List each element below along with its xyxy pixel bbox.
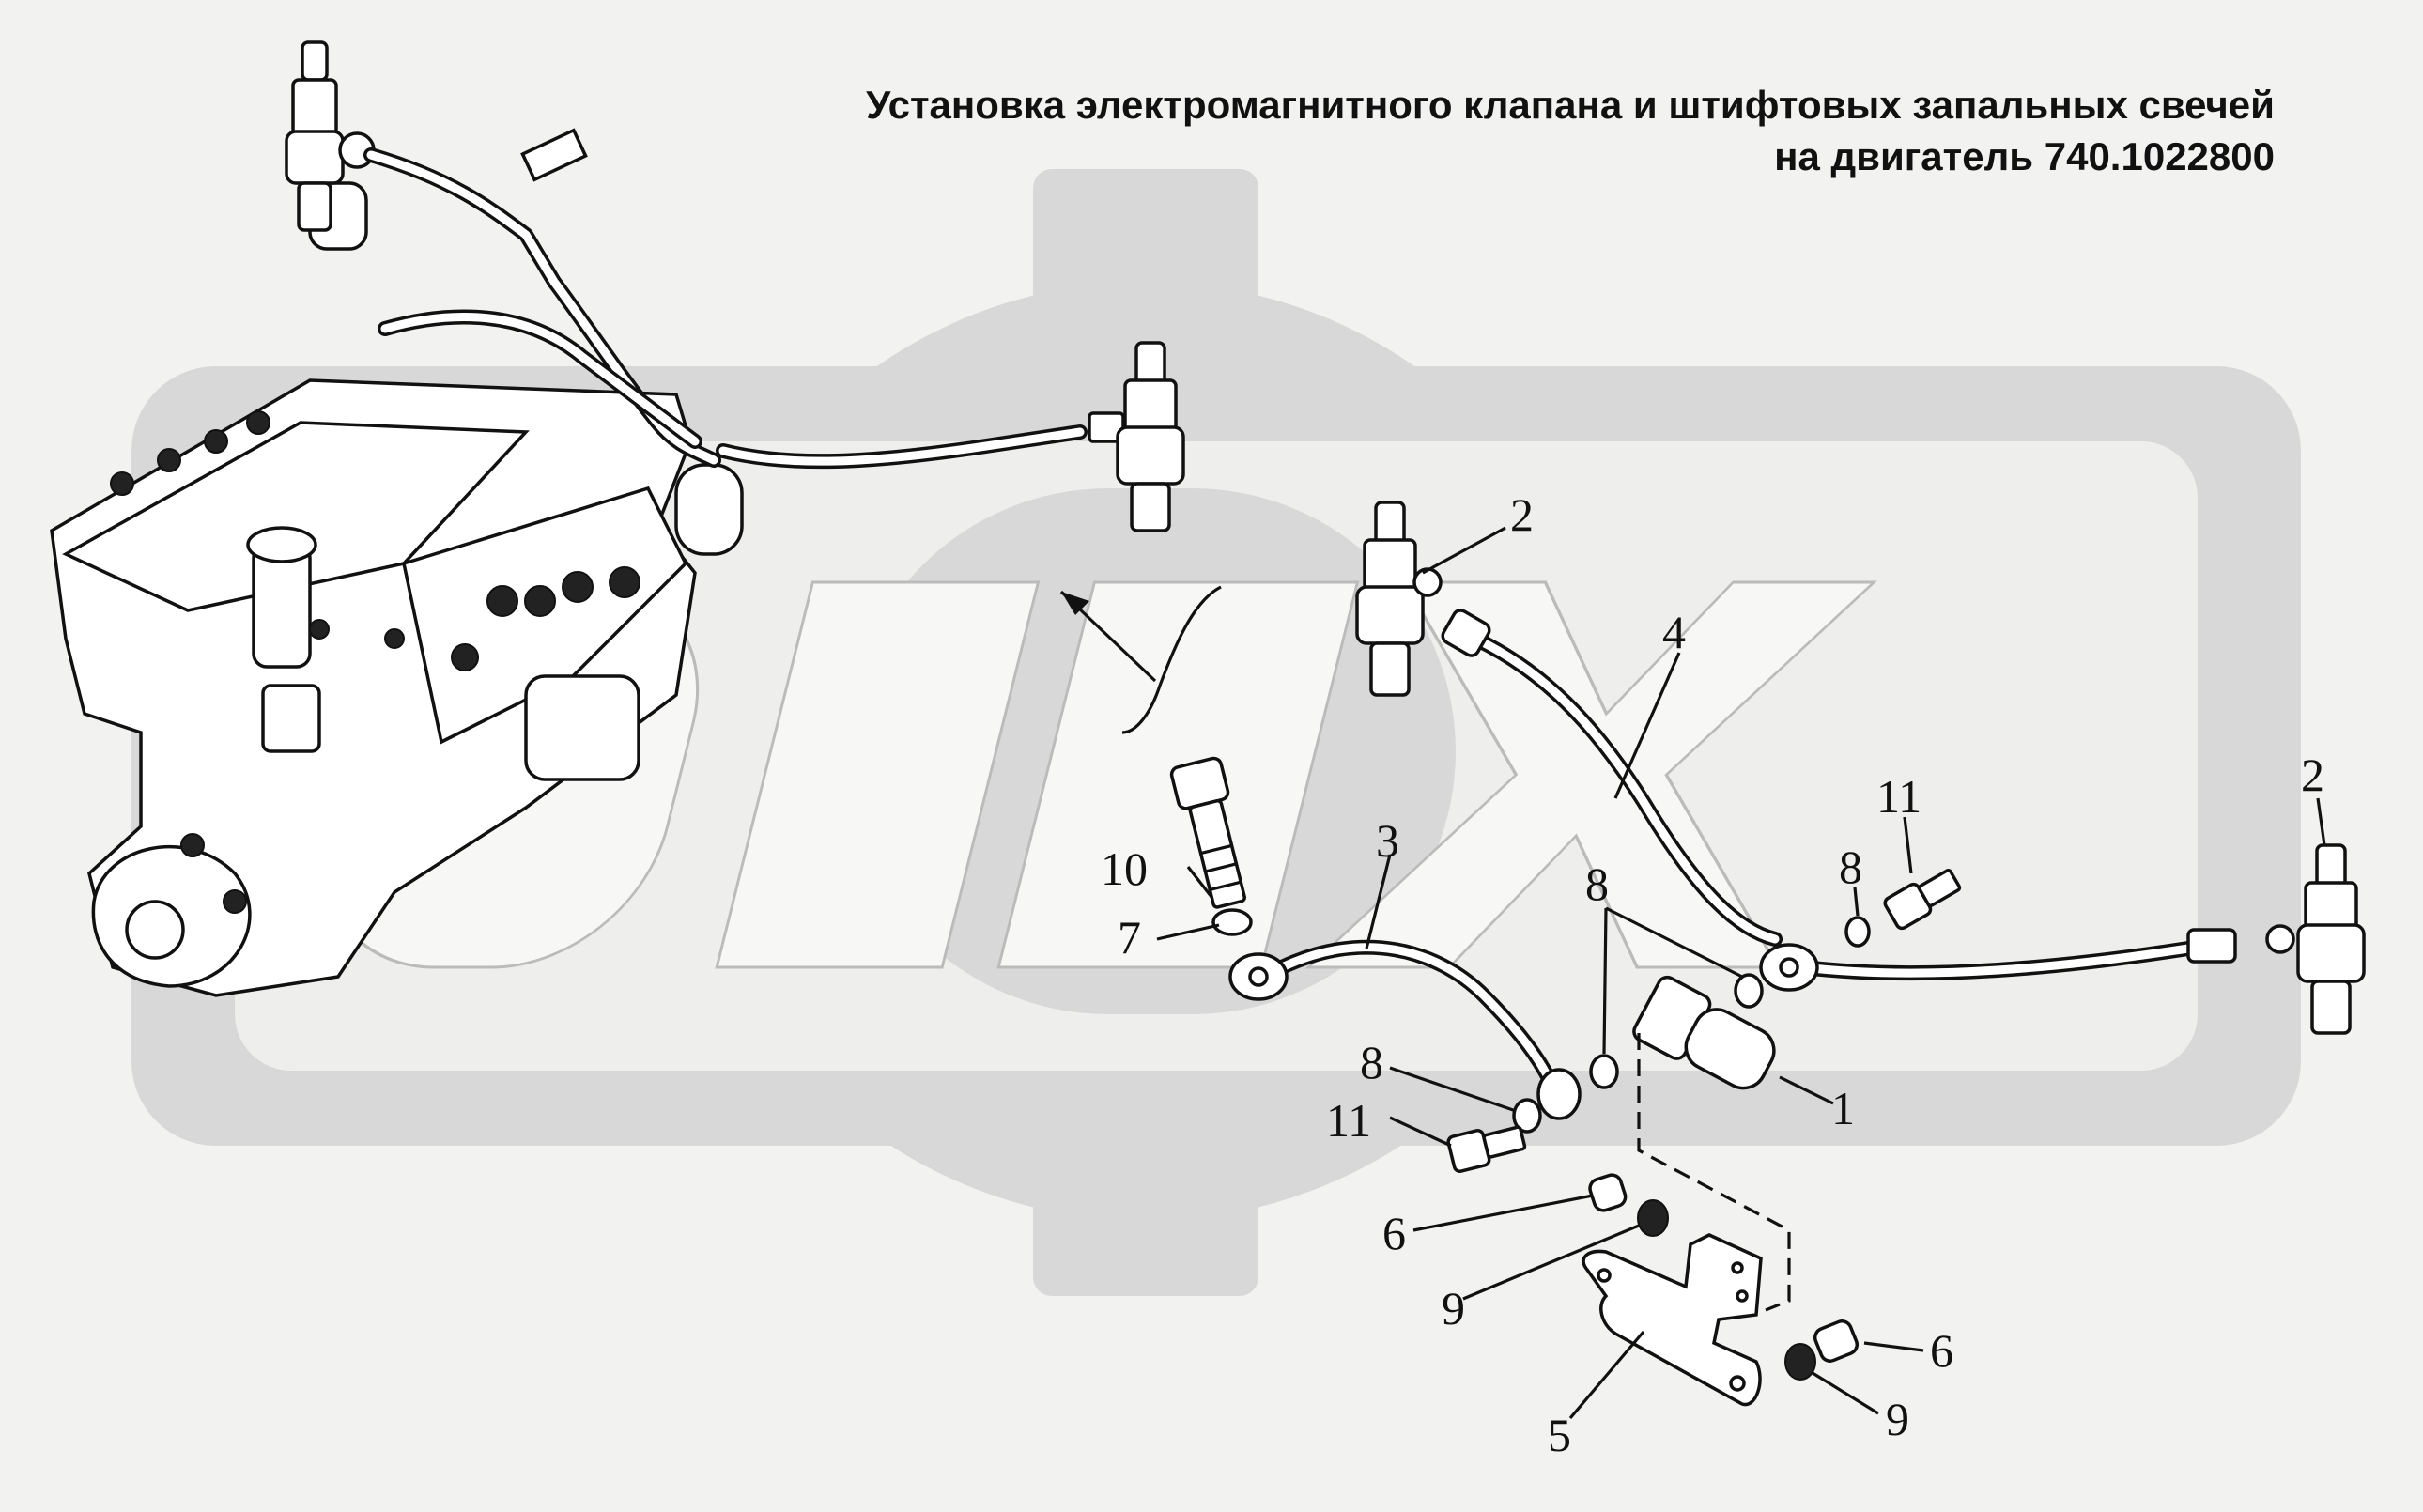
bracket <box>1582 1233 1763 1407</box>
callout-8-right: 8 <box>1839 841 1862 893</box>
washer-8-d <box>1512 1098 1542 1134</box>
engine-glow-plug <box>1088 341 1185 532</box>
callout-9-upper: 9 <box>1442 1282 1465 1335</box>
callout-9-lower: 9 <box>1886 1393 1909 1445</box>
washer-8-b <box>1844 916 1871 948</box>
banjo-fitting-lower <box>1536 1068 1582 1120</box>
line-4-fitting <box>1441 609 1491 657</box>
callout-5: 5 <box>1548 1409 1571 1461</box>
callout-3: 3 <box>1376 814 1399 867</box>
callout-4: 4 <box>1662 606 1686 658</box>
diagram-title-line-2: на двигатель 740.1022800 <box>1774 134 2275 178</box>
washer-8-c <box>1589 1054 1619 1089</box>
washer-9-lower <box>1784 1343 1816 1381</box>
callout-8-left: 8 <box>1360 1036 1383 1088</box>
callout-7: 7 <box>1118 911 1141 964</box>
banjo-bolt <box>1169 756 1246 909</box>
callout-2-center: 2 <box>1510 488 1534 541</box>
washer-8-a <box>1734 973 1764 1009</box>
callout-11-right: 11 <box>1876 770 1921 823</box>
right-line-fitting <box>2186 928 2237 964</box>
engine-assembly <box>50 128 744 997</box>
callout-6-lower: 6 <box>1930 1324 1953 1377</box>
glow-plug-right <box>2265 843 2366 1035</box>
banjo-fitting-right <box>1759 943 1819 992</box>
banjo-fitting-left <box>1228 952 1289 1001</box>
bolt-11-right <box>1883 868 1962 931</box>
glow-plug-center <box>1355 501 1443 697</box>
washer-9-upper <box>1637 1199 1669 1237</box>
screw-6-upper <box>1588 1173 1628 1212</box>
callout-6-upper: 6 <box>1382 1207 1406 1259</box>
screw-6-lower <box>1813 1319 1860 1363</box>
callout-10: 10 <box>1101 842 1148 895</box>
washer-7 <box>1212 908 1253 936</box>
leader-lines <box>1156 526 2326 1420</box>
callout-11-left: 11 <box>1326 1094 1371 1147</box>
diagram-title-line-1: Установка электромагнитного клапана и шт… <box>866 83 2275 127</box>
callout-8-center: 8 <box>1585 857 1609 910</box>
solenoid-valve <box>1632 975 1776 1090</box>
callout-1: 1 <box>1831 1082 1855 1134</box>
bolt-11-left <box>1446 1125 1527 1173</box>
upper-glow-plug <box>285 40 376 232</box>
callout-2-right: 2 <box>2301 748 2324 801</box>
